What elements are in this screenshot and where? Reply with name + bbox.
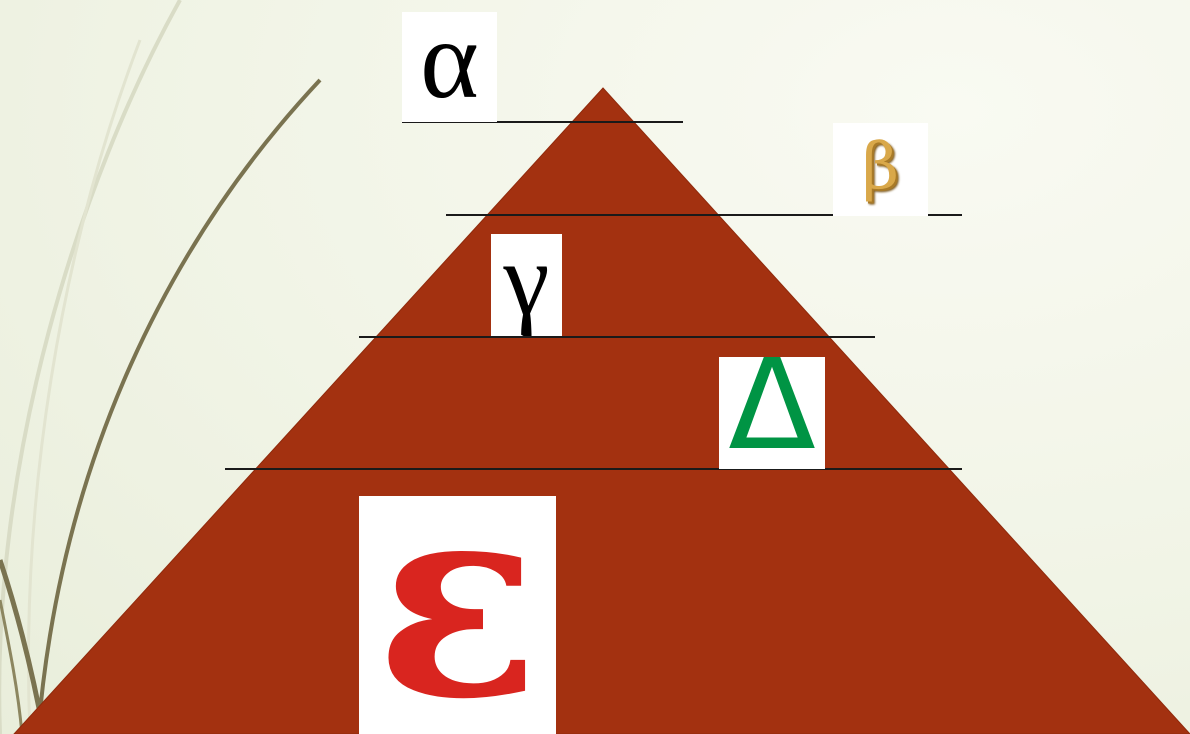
beta-symbol: β — [862, 129, 899, 204]
delta-symbol-tile: Δ — [719, 357, 825, 469]
beta-symbol-tile: β — [833, 123, 928, 216]
epsilon-symbol-tile: ε — [359, 496, 556, 734]
epsilon-symbol: ε — [375, 496, 540, 734]
delta-symbol: Δ — [728, 357, 816, 469]
swoosh-line-dark-main — [36, 78, 322, 734]
swoosh-line-light-inner — [27, 39, 142, 734]
swoosh-line-light-outer — [0, 0, 182, 734]
pyramid-shape — [13, 87, 1190, 734]
swoosh-line-dark-low-2 — [0, 599, 24, 734]
gamma-symbol: γ — [503, 234, 550, 336]
alpha-symbol: α — [420, 12, 479, 122]
decorative-swooshes — [0, 0, 322, 734]
alpha-symbol-tile: α — [402, 12, 497, 122]
gamma-symbol-tile: γ — [491, 234, 562, 336]
